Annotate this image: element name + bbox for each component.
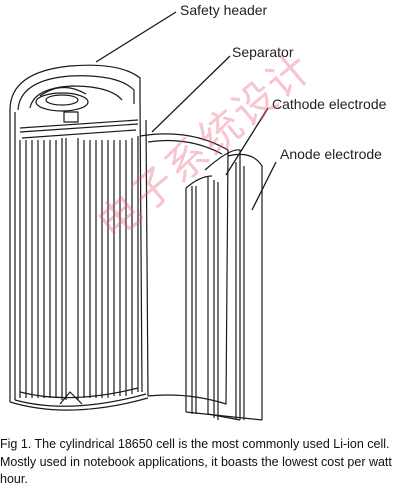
battery-cell-cutaway-diagram: [9, 11, 277, 421]
cell-can: [9, 64, 149, 411]
cathode-sheet: [204, 149, 241, 421]
label-cathode-electrode: Cathode electrode: [272, 96, 387, 112]
leader-safety-header: [95, 11, 177, 63]
callout-leaders: [95, 11, 277, 211]
leader-separator: [151, 55, 231, 133]
figure-caption: Fig 1. The cylindrical 18650 cell is the…: [0, 437, 392, 486]
leader-cathode: [225, 107, 269, 176]
label-separator: Separator: [232, 44, 294, 60]
safety-header-part: [17, 75, 139, 139]
leader-anode: [251, 161, 277, 211]
separator-sheet: [139, 99, 229, 405]
jelly-roll: [19, 136, 139, 405]
anode-sheet: [185, 153, 263, 421]
label-safety-header: Safety header: [180, 2, 268, 18]
label-anode-electrode: Anode electrode: [280, 146, 382, 162]
